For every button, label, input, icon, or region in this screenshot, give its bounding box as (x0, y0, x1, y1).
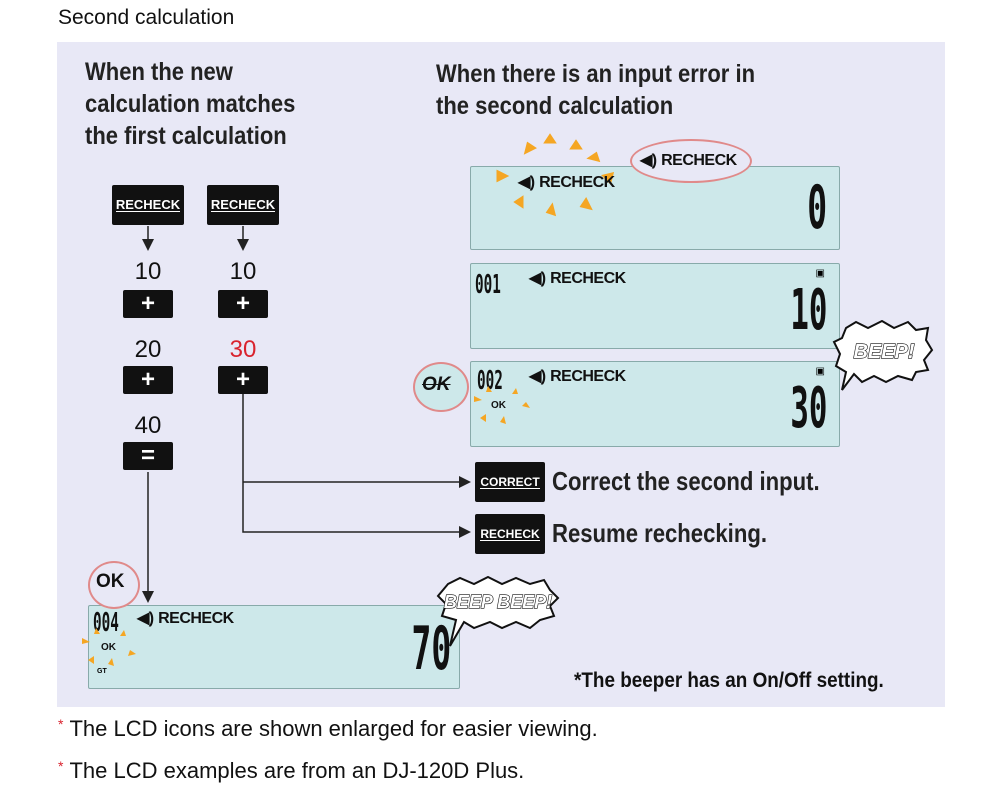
speaker-icon: ◀) (518, 174, 535, 191)
speaker-icon: ◀) (529, 270, 546, 287)
recheck-callout (630, 139, 752, 183)
ok-badge-label: OK (96, 571, 125, 592)
section-heading: Second calculation (58, 6, 235, 29)
ok-badge (88, 561, 140, 609)
left-title-line: When the new (85, 58, 233, 86)
ok-struck-label: OK (422, 374, 451, 395)
recheck-label: RECHECK (539, 174, 615, 191)
beep-beep-text: BEEP BEEP! (444, 592, 552, 612)
first-calc-value: 20 (134, 336, 162, 363)
left-column-title: When the new calculation matches the fir… (85, 56, 295, 152)
beep-beep-speech-bubble: BEEP BEEP! (436, 576, 560, 647)
footnote-marker: * (58, 716, 64, 732)
recheck-indicator: ◀) RECHECK (137, 610, 234, 627)
lcd-display-middle: 001 ◀) RECHECK ▣ 10 (470, 263, 840, 349)
left-title-line: the first calculation (85, 122, 287, 150)
lcd-display-top: 0 (470, 166, 840, 250)
beep-text: BEEP! (853, 341, 914, 363)
lcd-ok-indicator: OK (491, 400, 506, 411)
plus-key: + (218, 290, 268, 318)
ok-blink-burst-icon (82, 628, 136, 666)
lcd-counter: 001 (475, 270, 501, 300)
recheck-action-text: Resume rechecking. (552, 518, 767, 548)
plus-key: + (218, 366, 268, 394)
speaker-icon: ◀) (529, 368, 546, 385)
ok-blink-burst-icon (474, 386, 530, 424)
plus-key: + (123, 290, 173, 318)
ok-struck-badge (413, 362, 469, 412)
footnote: *The LCD icons are shown enlarged for ea… (58, 716, 598, 741)
beeper-note: *The beeper has an On/Off setting. (574, 669, 884, 692)
arrow-to-recheck-action (242, 394, 471, 538)
lcd-ok-indicator: OK (101, 642, 116, 653)
lcd-value: 10 (789, 278, 827, 343)
plus-key: + (123, 366, 173, 394)
plus-indicator-icon: ▣ (815, 268, 825, 279)
speaker-icon: ◀) (640, 152, 657, 169)
lcd-display-bottom: 004 ◀) RECHECK OK GT 70 (88, 605, 460, 689)
second-calc-error-value: 30 (229, 336, 257, 363)
first-calc-value: 40 (134, 412, 162, 439)
footnote-marker: * (58, 758, 64, 774)
beep-speech-bubble: BEEP! (832, 320, 934, 391)
second-calc-value: 10 (229, 258, 257, 285)
recheck-key-left: RECHECK (112, 185, 184, 225)
recheck-key-action: RECHECK (475, 514, 545, 554)
right-title-line: the second calculation (436, 92, 674, 120)
lcd-value: 70 (411, 614, 451, 684)
recheck-indicator: ◀) RECHECK (529, 368, 626, 385)
speaker-icon: ◀) (137, 610, 154, 627)
lcd-value: 30 (789, 376, 827, 441)
left-title-line: calculation matches (85, 90, 296, 118)
right-title-line: When there is an input error in (436, 60, 756, 88)
recheck-callout-label: ◀) RECHECK (640, 152, 737, 169)
recheck-indicator: ◀) RECHECK (518, 172, 615, 192)
right-column-title: When there is an input error in the seco… (436, 58, 755, 122)
lcd-value: 0 (807, 173, 827, 243)
lcd-display-error: 002 ◀) RECHECK OK ▣ 30 (470, 361, 840, 447)
recheck-key-right: RECHECK (207, 185, 279, 225)
lcd-gt-indicator: GT (97, 668, 107, 675)
footnote: *The LCD examples are from an DJ-120D Pl… (58, 758, 525, 783)
flash-burst-icon (496, 133, 615, 217)
plus-indicator-icon: ▣ (815, 366, 825, 377)
recheck-indicator: ◀) RECHECK (529, 270, 626, 287)
equals-key: = (123, 442, 173, 470)
correct-key: CORRECT (475, 462, 545, 502)
correct-action-text: Correct the second input. (552, 466, 820, 496)
first-calc-value: 10 (134, 258, 162, 285)
